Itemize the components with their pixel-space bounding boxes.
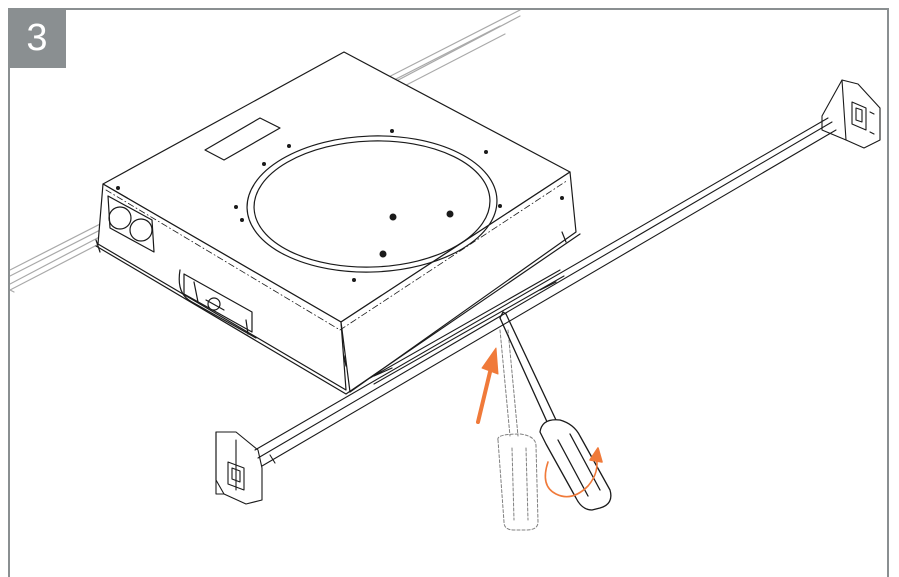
left-mounting-bracket [215,431,263,505]
hanger-bar-front [369,269,565,385]
up-arrow-icon [476,347,499,424]
hanger-bar [254,117,837,467]
junction-box [95,51,581,395]
screwdriver-ghost [497,329,539,531]
screw-holes [116,129,564,282]
step-number-badge: 3 [8,8,66,68]
screwdriver-icon [499,311,612,511]
rotate-icon [544,447,603,498]
figure-frame [8,8,889,577]
right-mounting-bracket [821,79,881,149]
